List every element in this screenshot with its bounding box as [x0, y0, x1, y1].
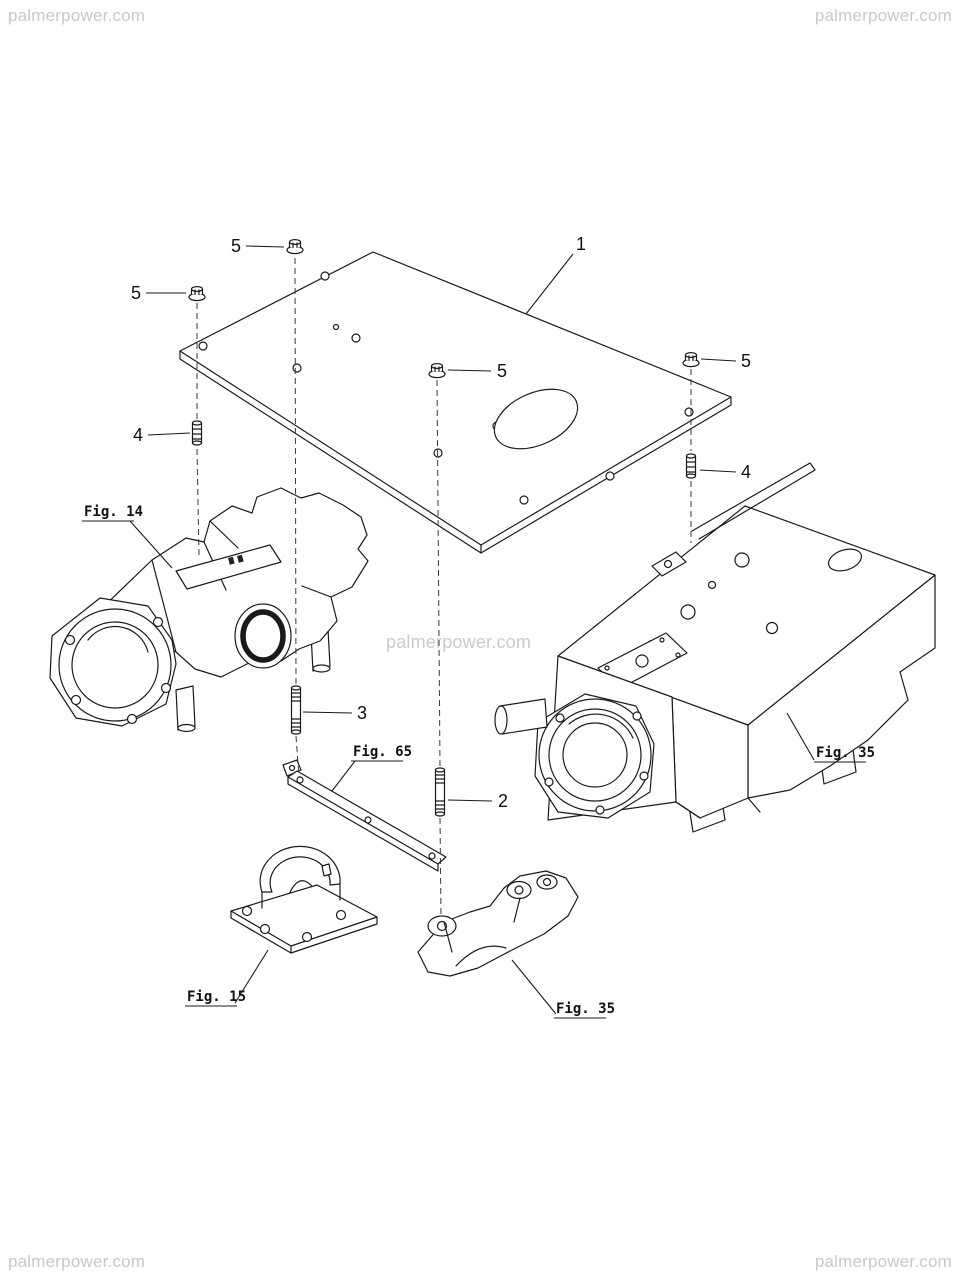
leader-line	[447, 369, 492, 372]
figref-fig65: Fig. 65	[331, 744, 412, 792]
stud-part2	[434, 767, 446, 817]
top-plate-part1	[179, 251, 732, 554]
leader-line	[331, 760, 356, 792]
callout-5-left: 5	[131, 283, 186, 303]
callout-5-middle: 5	[447, 361, 507, 381]
figref-fig15: Fig. 15	[185, 949, 269, 1007]
callout-2-label: 2	[498, 791, 508, 811]
callout-2: 2	[447, 791, 508, 811]
stud-part4-right	[685, 453, 697, 479]
figref-fig65-label: Fig. 65	[353, 744, 412, 760]
gearbox-housing-fig14	[49, 487, 369, 733]
clamp-mount-fig15	[230, 845, 378, 954]
stud-part3	[290, 685, 302, 735]
nut-part5-mid	[428, 363, 446, 379]
leader-line	[147, 432, 191, 436]
support-bar-fig65	[282, 759, 447, 872]
leader-line	[511, 959, 557, 1015]
callout-1-label: 1	[576, 234, 586, 254]
leader-line	[245, 245, 285, 248]
callout-5-label: 5	[497, 361, 507, 381]
callout-1-plate: 1	[525, 234, 586, 315]
watermark-bottom-right: palmerpower.com	[814, 1252, 952, 1271]
leader-line	[302, 711, 353, 714]
leader-line	[699, 469, 737, 473]
callout-5-right: 5	[700, 351, 751, 371]
leader-line	[525, 253, 574, 315]
figref-fig14: Fig. 14	[82, 504, 173, 569]
watermark-top-right: palmerpower.com	[814, 6, 952, 25]
callout-4-left: 4	[133, 425, 191, 445]
watermark-top-left: palmerpower.com	[8, 6, 146, 25]
callout-4-right: 4	[699, 462, 751, 482]
engine-mount-fig35	[417, 870, 579, 977]
figref-fig35-label: Fig. 35	[816, 745, 875, 761]
watermark-bottom-left: palmerpower.com	[8, 1252, 146, 1271]
leader-line	[129, 520, 173, 569]
stud-part4-left	[191, 420, 203, 446]
watermark-center: palmerpower.com	[386, 632, 532, 652]
figref-fig35-engine: Fig. 35	[786, 712, 875, 763]
callout-4-label: 4	[133, 425, 143, 445]
callout-5-top: 5	[231, 236, 285, 256]
figref-fig14-label: Fig. 14	[84, 504, 143, 520]
callout-3-label: 3	[357, 703, 367, 723]
leader-line	[786, 712, 815, 761]
callout-5-label: 5	[231, 236, 241, 256]
nut-part5-top	[286, 239, 304, 255]
engine-block-fig35	[494, 462, 936, 833]
figref-fig35-mount: Fig. 35	[511, 959, 615, 1019]
leader-line	[700, 358, 737, 362]
nut-part5-right	[682, 352, 700, 368]
leader-line	[447, 799, 493, 802]
nut-part5-left	[188, 286, 206, 302]
callout-4-label: 4	[741, 462, 751, 482]
assembly-center-lines	[196, 257, 692, 917]
callout-3: 3	[302, 703, 367, 723]
callout-5-label: 5	[131, 283, 141, 303]
figref-fig35-label: Fig. 35	[556, 1001, 615, 1017]
callout-5-label: 5	[741, 351, 751, 371]
figref-fig15-label: Fig. 15	[187, 989, 246, 1005]
leader-line	[234, 949, 269, 1004]
